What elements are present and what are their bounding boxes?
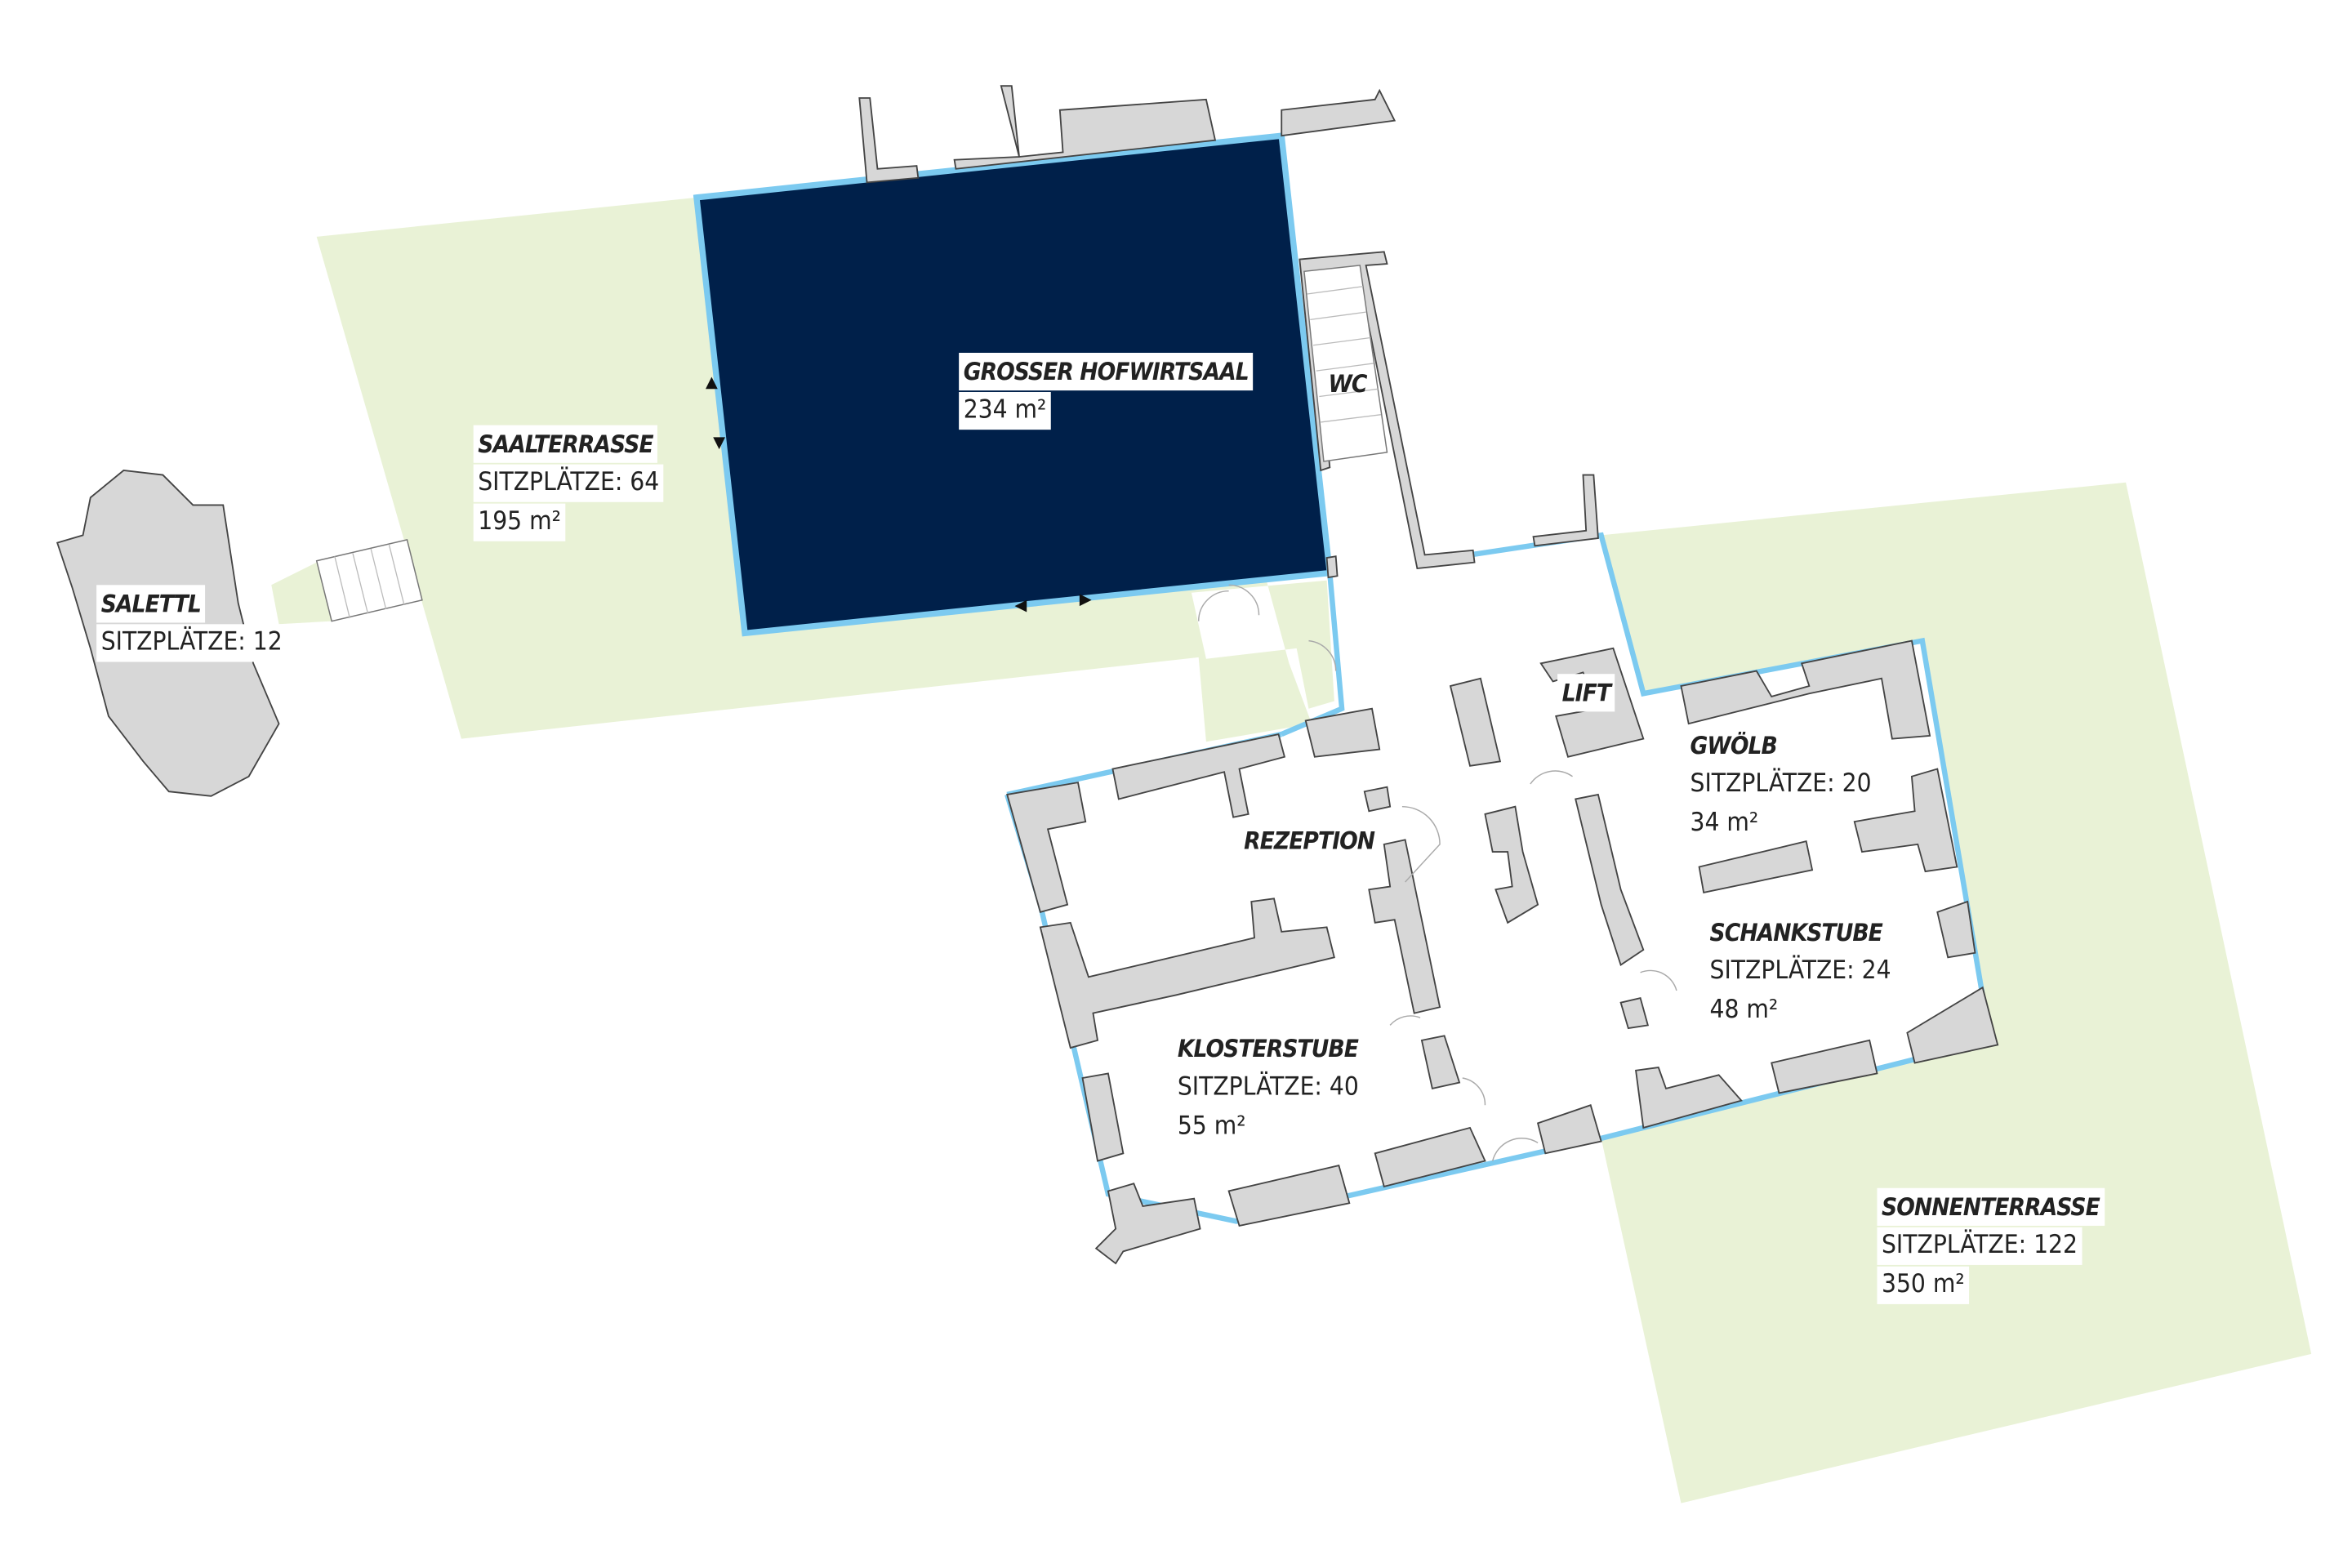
- label-klosterstube: KLOSTERSTUBE SITZPLÄTZE: 40 55 m²: [1173, 1030, 1363, 1147]
- wall: [858, 97, 920, 184]
- wall: [1374, 1126, 1486, 1188]
- label-grosser-hofwirtsaal: GROSSER HOFWIRTSAAL 234 m²: [959, 352, 1254, 431]
- room-area: 350 m²: [1877, 1266, 1970, 1304]
- wall: [1698, 840, 1814, 894]
- room-name: REZEPTION: [1244, 826, 1375, 855]
- sonnenterrasse-area[interactable]: [1601, 482, 2312, 1503]
- label-salettl: SALETTL SITZPLÄTZE: 12: [96, 585, 287, 663]
- wall: [1680, 639, 1931, 740]
- room-name: GWÖLB: [1690, 731, 1778, 760]
- wall: [1094, 1183, 1201, 1265]
- wall: [1304, 707, 1381, 758]
- wall: [1420, 1035, 1461, 1090]
- label-lift: LIFT: [1557, 674, 1615, 713]
- wall: [1635, 1067, 1743, 1129]
- label-schankstube: SCHANKSTUBE SITZPLÄTZE: 24 48 m²: [1705, 914, 1895, 1031]
- wall: [1771, 1039, 1878, 1094]
- wall: [1575, 793, 1645, 966]
- wall: [1532, 474, 1599, 547]
- room-area: 34 m²: [1690, 808, 1759, 839]
- wall: [1536, 1104, 1602, 1155]
- room-area: 234 m²: [959, 391, 1051, 430]
- room-name: LIFT: [1557, 674, 1615, 712]
- wall: [1111, 733, 1286, 818]
- wall: [1039, 898, 1335, 1049]
- door-arrows: [705, 376, 1092, 612]
- label-wc: WC: [1324, 365, 1371, 404]
- room-name: SONNENTERRASSE: [1877, 1187, 2105, 1226]
- wall: [953, 85, 1217, 170]
- label-sonnenterrasse: SONNENTERRASSE SITZPLÄTZE: 122 350 m²: [1877, 1187, 2105, 1306]
- room-area: 195 m²: [473, 503, 566, 541]
- room-name: KLOSTERSTUBE: [1177, 1034, 1359, 1063]
- wall: [1227, 1164, 1351, 1227]
- wc-walls: [1298, 251, 1476, 570]
- room-seats: SITZPLÄTZE: 20: [1690, 768, 1872, 800]
- room-name: WC: [1328, 369, 1367, 399]
- door-swings: [1197, 584, 1677, 1161]
- wall: [1006, 782, 1087, 914]
- wc-stairs: [1303, 265, 1388, 462]
- wall: [1619, 997, 1650, 1030]
- wall: [1281, 88, 1396, 137]
- room-seats: SITZPLÄTZE: 40: [1177, 1071, 1359, 1102]
- wall: [1081, 1072, 1125, 1162]
- label-saalterrasse: SAALTERRASSE SITZPLÄTZE: 64 195 m²: [473, 425, 664, 543]
- wall: [1368, 839, 1441, 1014]
- building-outline: [1280, 572, 1345, 737]
- label-gwoelb: GWÖLB SITZPLÄTZE: 20 34 m²: [1686, 727, 1876, 844]
- room-area: 48 m²: [1709, 995, 1779, 1026]
- room-name: SCHANKSTUBE: [1709, 918, 1883, 947]
- room-seats: SITZPLÄTZE: 122: [1877, 1227, 2082, 1265]
- room-area: 55 m²: [1177, 1111, 1246, 1142]
- salettl-stairs: [315, 539, 423, 622]
- wall: [1484, 805, 1539, 924]
- room-seats: SITZPLÄTZE: 64: [473, 464, 664, 502]
- room-name: GROSSER HOFWIRTSAAL: [959, 352, 1254, 391]
- wall: [1363, 786, 1392, 813]
- stair-steps: [334, 286, 1382, 619]
- wall: [1936, 900, 1976, 959]
- wall: [1449, 677, 1502, 767]
- room-seats: SITZPLÄTZE: 12: [96, 624, 287, 662]
- wall: [1325, 555, 1339, 579]
- wall: [1906, 986, 1999, 1064]
- wall: [1853, 768, 1958, 873]
- room-name: SAALTERRASSE: [473, 425, 658, 463]
- label-rezeption: REZEPTION: [1240, 822, 1379, 861]
- room-name: SALETTL: [96, 585, 206, 623]
- room-seats: SITZPLÄTZE: 24: [1709, 956, 1891, 987]
